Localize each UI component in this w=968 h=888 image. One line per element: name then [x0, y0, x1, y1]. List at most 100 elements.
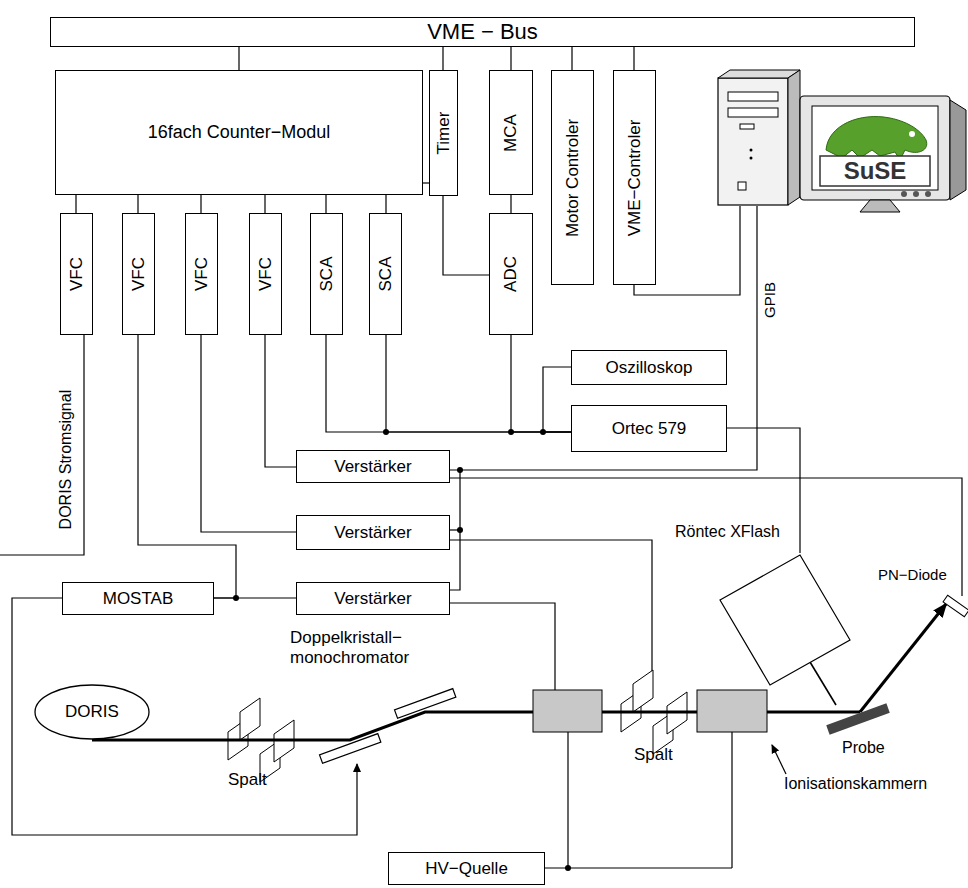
- node-label: MOSTAB: [103, 589, 174, 609]
- drawing-part: [810, 662, 836, 705]
- drawing-part: [950, 100, 966, 200]
- signal-connector: [325, 195, 326, 213]
- drawing-part: [718, 70, 800, 78]
- drawing-part: [395, 689, 456, 719]
- drawing-part: [567, 732, 568, 868]
- sca-box: SCA: [310, 213, 343, 335]
- signal-connector: [443, 196, 489, 275]
- part-label: Probe: [842, 738, 885, 757]
- node-label: SCA: [317, 257, 337, 292]
- part-label: DORIS Stromsignal: [56, 390, 75, 530]
- node-label: Motor Controler: [563, 118, 583, 236]
- drawing-part: [720, 555, 850, 685]
- drawing-part: [860, 604, 946, 712]
- node-label: Röntec XFlash: [675, 523, 780, 541]
- drawing-part: [728, 92, 778, 101]
- amplifier-box: Verstärker: [296, 582, 450, 615]
- motor-controller: Motor Controler: [551, 70, 594, 285]
- vfc-box: VFC: [185, 213, 218, 335]
- oscilloscope-box: Oszilloskop: [571, 350, 727, 385]
- adc-box: ADC: [489, 213, 533, 335]
- signal-connector: [386, 335, 571, 432]
- drawing-part: [545, 867, 732, 868]
- timer-box: Timer: [429, 70, 458, 196]
- part-label: PN−Diode: [878, 566, 947, 584]
- signal-connector: [510, 195, 511, 213]
- drawing-part: [925, 191, 931, 197]
- signal-connector: [385, 195, 386, 213]
- detector-outline: [715, 553, 855, 708]
- vme-controller: VME−Controler: [613, 70, 656, 285]
- node-label: VME − Bus: [427, 19, 538, 44]
- signal-connector: [75, 195, 76, 213]
- signal-connector: [200, 195, 201, 213]
- drawing-part: [35, 685, 149, 739]
- drawing-part: [450, 540, 652, 690]
- drawing-part: [901, 191, 907, 197]
- sca-box: SCA: [369, 213, 402, 335]
- drawing-part: [788, 70, 800, 205]
- node-label: DORIS: [65, 702, 119, 722]
- drawing-part: [740, 124, 754, 129]
- drawing-part: [943, 595, 968, 616]
- drawing-part: [860, 200, 900, 212]
- storage-ring: DORIS: [34, 684, 150, 740]
- node-label: VFC: [256, 257, 276, 291]
- ortec-box: Ortec 579: [571, 405, 727, 452]
- mostab-box: MOSTAB: [62, 582, 214, 615]
- drawing-part: [909, 131, 915, 137]
- signal-connector: [138, 335, 236, 598]
- drawing-part: [812, 106, 938, 190]
- drawing-part: [450, 478, 962, 596]
- vfc-box: VFC: [60, 213, 93, 335]
- drawing-part: [738, 182, 746, 190]
- node-label: Verstärker: [334, 457, 411, 477]
- part-label: GPIB: [761, 282, 779, 318]
- part-label: Spalt: [634, 745, 673, 765]
- drawing-part: [457, 467, 463, 473]
- node-label: ADC: [501, 256, 521, 292]
- signal-connector: [511, 335, 571, 432]
- drawing-part: [800, 96, 950, 200]
- signal-connector: [265, 335, 296, 467]
- signal-connector: [214, 597, 296, 598]
- part-label: Ionisationskammern: [784, 774, 927, 793]
- drawing-part: [750, 149, 753, 152]
- node-label: VFC: [129, 257, 149, 291]
- drawing-part: [913, 191, 919, 197]
- vfc-box: VFC: [122, 213, 155, 335]
- signal-connector: [543, 367, 571, 432]
- drawing-part: [697, 690, 767, 732]
- drawing-part: [533, 690, 602, 732]
- detector: Röntec XFlash: [715, 553, 855, 708]
- vfc-box: VFC: [249, 213, 282, 335]
- drawing-part: [731, 732, 732, 868]
- computer-illustration: [718, 70, 966, 212]
- drawing-part: [457, 527, 463, 533]
- signal-connector: [264, 195, 265, 213]
- part-label: Spalt: [228, 770, 267, 790]
- part-label: Doppelkristall− monochromator: [290, 628, 422, 669]
- node-label: VFC: [192, 257, 212, 291]
- amplifier-box: Verstärker: [296, 515, 450, 550]
- drawing-part: [320, 734, 381, 764]
- drawing-part: [565, 865, 571, 871]
- drawing-part: [450, 603, 555, 690]
- signal-connector: [137, 195, 138, 213]
- signal-wires: [0, 206, 962, 868]
- node-label: Ortec 579: [612, 419, 687, 439]
- drawing-part: [826, 117, 927, 160]
- drawing-part: [728, 108, 778, 117]
- node-label: Verstärker: [334, 523, 411, 543]
- node-label: HV−Quelle: [425, 859, 508, 879]
- drawing-part: [820, 156, 930, 186]
- drawing-part: [450, 206, 757, 470]
- drawing-part: [750, 157, 753, 160]
- signal-connector: [442, 47, 443, 70]
- mca-box: MCA: [489, 70, 533, 195]
- signal-connector: [238, 47, 239, 70]
- bus-box: VME − Bus: [50, 17, 915, 47]
- node-label: Oszilloskop: [606, 358, 693, 378]
- node-label: VME−Controler: [625, 119, 645, 236]
- node-label: VFC: [67, 257, 87, 291]
